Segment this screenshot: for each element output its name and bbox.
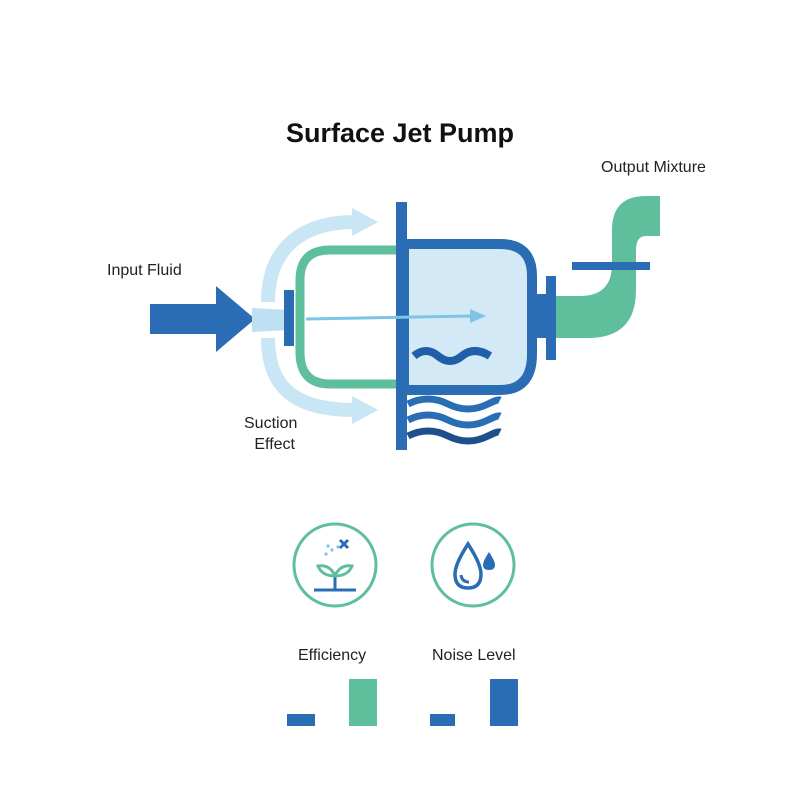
outlet-flange-plate <box>546 276 556 360</box>
flow-arrow <box>305 309 486 323</box>
output-pipe-joint <box>572 262 650 270</box>
output-pipe <box>556 196 660 338</box>
efficiency-bar-low <box>287 714 315 726</box>
suction-chamber <box>295 245 400 389</box>
tank-water-wave <box>411 347 493 365</box>
noise-bar-low <box>430 714 455 726</box>
outlet-flange <box>532 294 546 338</box>
divider-wall <box>396 202 407 450</box>
suction-arrows <box>261 208 378 424</box>
efficiency-bar-high <box>349 679 377 726</box>
input-fluid-label: Input Fluid <box>107 262 182 279</box>
output-mixture-label: Output Mixture <box>601 159 706 176</box>
sprout-icon <box>292 522 378 608</box>
input-arrow <box>150 286 255 352</box>
jet-stream <box>252 308 290 332</box>
water-waves <box>406 395 502 445</box>
suction-label-line1: Suction <box>244 415 298 432</box>
nozzle-flange <box>284 290 294 346</box>
suction-effect-label: Suction Effect <box>244 413 297 455</box>
efficiency-label: Efficiency <box>298 647 367 664</box>
noise-bar-high <box>490 679 518 726</box>
water-drop-icon <box>430 522 516 608</box>
noise-level-label: Noise Level <box>432 647 516 664</box>
suction-label-line2: Effect <box>254 436 295 453</box>
page-title: Surface Jet Pump <box>285 118 515 148</box>
